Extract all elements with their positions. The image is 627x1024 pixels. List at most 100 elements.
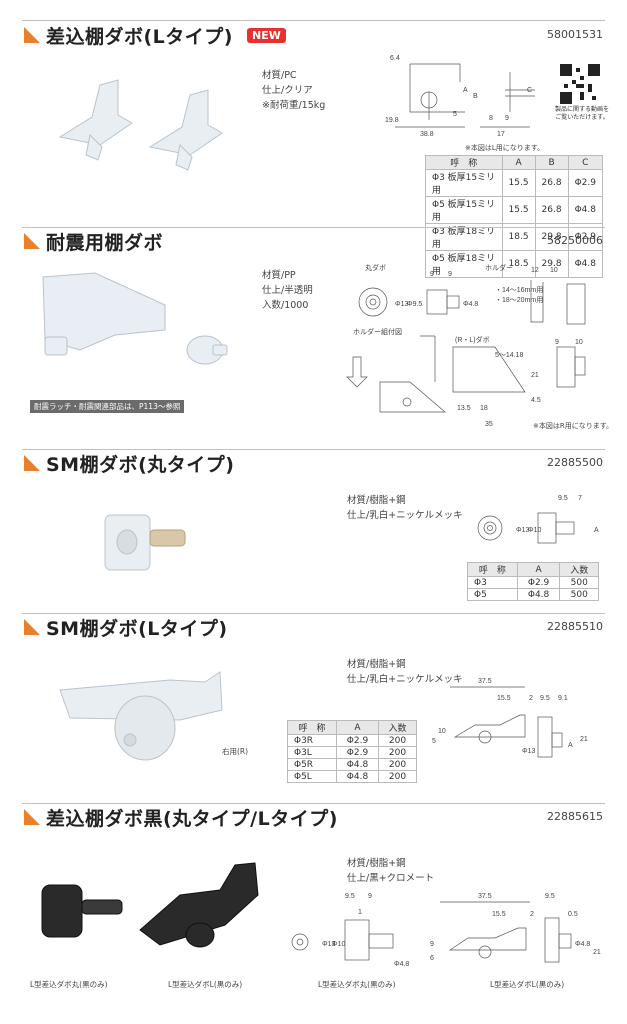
product-photo bbox=[58, 79, 223, 171]
spec-material: 材質/樹脂+鋼 bbox=[347, 659, 406, 670]
dim-label: 2 bbox=[530, 911, 534, 918]
dim-label: Φ13 bbox=[322, 941, 335, 948]
dim-label: 10 bbox=[550, 267, 558, 274]
spec-material: 材質/樹脂+鋼 bbox=[347, 495, 406, 506]
spec-finish: 仕上/黒+クロメート bbox=[347, 873, 435, 884]
product-code: 58001531 bbox=[547, 28, 603, 41]
section-title: SM棚ダボ(Lタイプ) bbox=[46, 617, 228, 640]
product-photo bbox=[41, 862, 259, 948]
dim-label: 8 bbox=[489, 115, 493, 122]
dim-label: Φ10 bbox=[528, 527, 541, 534]
spec-finish: 仕上/半透明 bbox=[262, 285, 313, 296]
dim-label: 21 bbox=[580, 736, 588, 743]
technical-drawing: 丸ダボ ホルダー ホルダー組付図 (R・L)ダボ 9 9 Φ13 Φ9.5 Φ4… bbox=[346, 263, 586, 428]
dim-label: 5〜14.18 bbox=[495, 352, 524, 359]
dim-label: 38.8 bbox=[420, 131, 434, 138]
product-code: 58250006 bbox=[547, 234, 603, 247]
section-header: 差込棚ダボ(Lタイプ) NEW bbox=[24, 22, 286, 48]
dim-label: ・14〜16mm用 bbox=[495, 286, 543, 294]
spec-list: 材質/樹脂+鋼 仕上/乳白+ニッケルメッキ bbox=[347, 493, 463, 523]
diagram-label: ホルダー組付図 bbox=[353, 327, 402, 336]
dim-label: 13.5 bbox=[457, 405, 471, 412]
section-header: SM棚ダボ(Lタイプ) bbox=[24, 614, 228, 640]
dim-label: Φ4.8 bbox=[575, 941, 590, 948]
dim-label: 35 bbox=[485, 421, 493, 428]
table-cell: Φ2.9 bbox=[567, 169, 604, 197]
spec-quantity: 入数/1000 bbox=[262, 300, 309, 311]
photo-band: 耐震ラッチ・耐震関連部品は、P113〜参照 bbox=[30, 400, 185, 413]
diagram-label: ホルダー bbox=[485, 263, 513, 272]
triangle-marker-icon bbox=[24, 27, 40, 43]
dim-label: 37.5 bbox=[478, 893, 492, 900]
diagram-caption: L型差込ダボL(黒のみ) bbox=[490, 980, 565, 989]
section-title: 耐震用棚ダボ bbox=[46, 231, 164, 254]
dim-label: 17 bbox=[497, 131, 505, 138]
table-cell: Φ3L bbox=[287, 746, 337, 759]
dim-label: 12 bbox=[531, 267, 539, 274]
dim-label: 9 bbox=[505, 115, 509, 122]
table-cell: 26.8 bbox=[534, 196, 569, 224]
table-cell: 200 bbox=[378, 734, 417, 747]
dim-label: 9.5 bbox=[545, 893, 555, 900]
product-code: 22885500 bbox=[547, 456, 603, 469]
dim-label: 19.8 bbox=[385, 117, 399, 124]
dim-label: 6.4 bbox=[390, 55, 400, 62]
table-cell: 26.8 bbox=[534, 169, 569, 197]
dim-label: A bbox=[568, 742, 573, 749]
table-cell: Φ3R bbox=[287, 734, 337, 747]
section-divider bbox=[22, 449, 605, 450]
spec-material: 材質/PC bbox=[262, 70, 297, 81]
table-header: 入数 bbox=[559, 562, 599, 577]
section-title: 差込棚ダボ(Lタイプ) bbox=[46, 25, 233, 48]
dim-label: Φ4.8 bbox=[463, 301, 478, 308]
table-cell: Φ4.8 bbox=[567, 250, 604, 278]
dim-label: 15.5 bbox=[497, 695, 511, 702]
table-cell: Φ5R bbox=[287, 758, 337, 771]
dim-label: 10 bbox=[438, 728, 446, 735]
dim-label: 18 bbox=[480, 405, 488, 412]
dim-label: 9 bbox=[430, 271, 434, 278]
diagram-caption: L型差込ダボ丸(黒のみ) bbox=[318, 980, 396, 989]
dim-label: 10 bbox=[575, 339, 583, 346]
table-header: A bbox=[335, 720, 380, 735]
dim-label: 15.5 bbox=[492, 911, 506, 918]
diagram-label: 丸ダボ bbox=[365, 263, 386, 272]
table-cell: Φ2.9 bbox=[335, 734, 380, 747]
diagram-note: ※本図はL用になります。 bbox=[465, 144, 545, 152]
table-header: 呼 称 bbox=[467, 562, 518, 577]
dim-label: 9 bbox=[430, 941, 434, 948]
table-cell: Φ5L bbox=[287, 770, 337, 783]
table-header: B bbox=[534, 155, 569, 170]
section-divider bbox=[22, 613, 605, 614]
spec-list: 材質/PP 仕上/半透明 入数/1000 bbox=[262, 268, 313, 313]
dim-label: 4.5 bbox=[531, 397, 541, 404]
table-cell: Φ5 板厚18ミリ用 bbox=[425, 250, 503, 278]
qr-caption-line: 製品に関する動画を bbox=[555, 106, 610, 113]
section-header: 差込棚ダボ黒(丸タイプ/Lタイプ) bbox=[24, 804, 338, 830]
table-cell: Φ3 bbox=[467, 576, 518, 589]
dim-label: 21 bbox=[531, 372, 539, 379]
dim-label: 1 bbox=[358, 909, 362, 916]
table-header: A bbox=[516, 562, 561, 577]
dim-label: 9 bbox=[368, 893, 372, 900]
product-photo bbox=[104, 514, 186, 571]
table-cell: 500 bbox=[559, 588, 599, 601]
dim-label: 21 bbox=[593, 949, 601, 956]
spec-list: 材質/樹脂+鋼 仕上/黒+クロメート bbox=[347, 856, 434, 886]
dim-label: Φ10 bbox=[332, 941, 345, 948]
product-photo bbox=[42, 272, 228, 365]
dim-label: A bbox=[594, 527, 599, 534]
table-cell: 200 bbox=[378, 770, 417, 783]
spec-load: ※耐荷重/15kg bbox=[262, 100, 326, 111]
dim-label: Φ13 bbox=[522, 748, 535, 755]
spec-list: 材質/樹脂+鋼 仕上/乳白+ニッケルメッキ bbox=[347, 657, 463, 687]
dim-label: C bbox=[527, 87, 532, 94]
dim-label: 37.5 bbox=[478, 678, 492, 685]
qr-caption-line: ご覧いただけます。 bbox=[555, 114, 609, 121]
